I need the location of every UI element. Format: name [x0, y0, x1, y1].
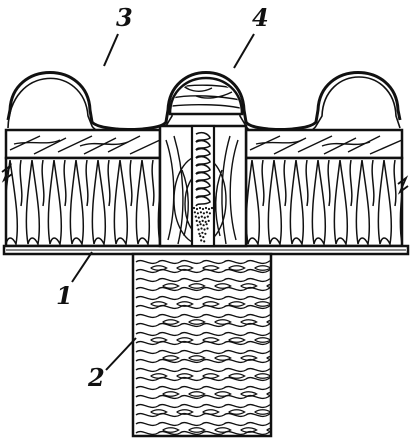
leader-3 [103, 33, 119, 67]
fastening-screw [190, 124, 216, 248]
callout-1: 1 [56, 281, 73, 310]
leader-lines [71, 33, 255, 371]
leader-2 [105, 337, 137, 371]
callout-2: 2 [88, 363, 105, 392]
leader-4 [233, 33, 255, 69]
callout-4: 4 [252, 3, 269, 32]
callout-3: 3 [116, 3, 133, 32]
rafter [131, 252, 273, 438]
leader-1 [71, 251, 93, 283]
